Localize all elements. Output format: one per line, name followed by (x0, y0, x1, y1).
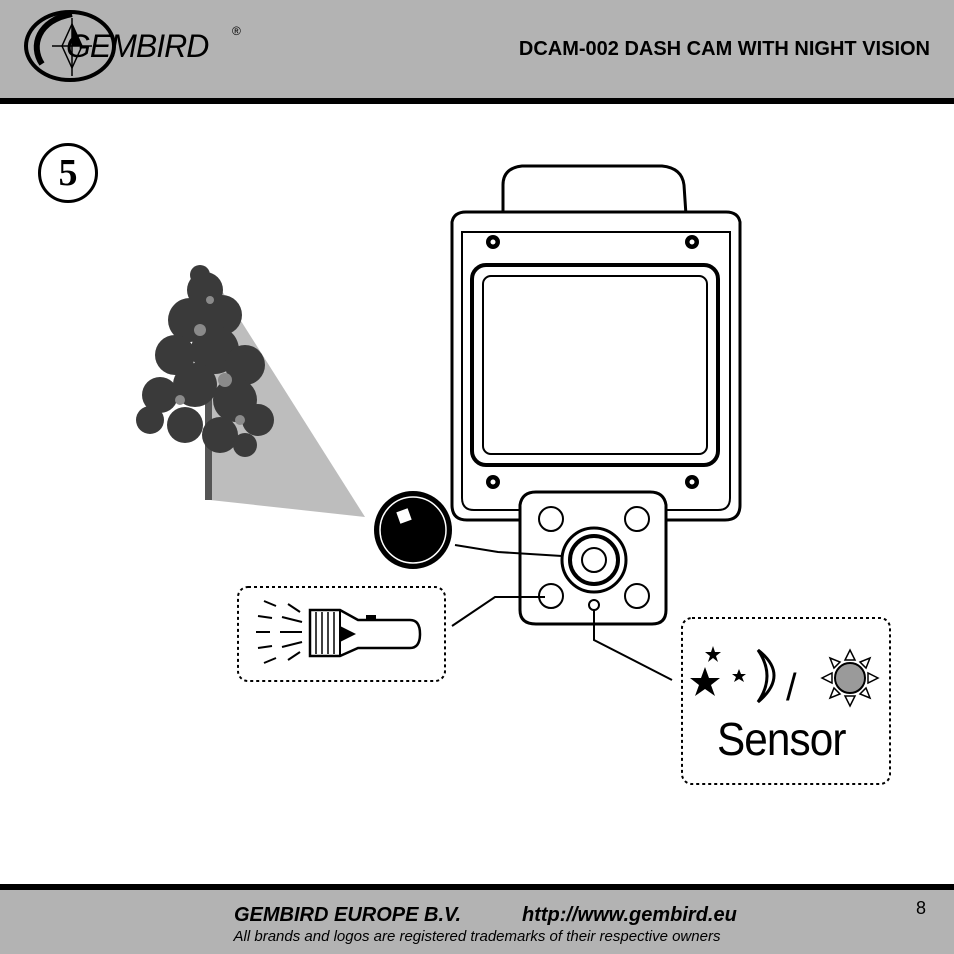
flashlight-icon (256, 600, 422, 664)
dash-cam-icon (450, 164, 742, 626)
trademark-note: All brands and logos are registered trad… (233, 928, 721, 945)
sensor-label: Sensor (717, 713, 846, 765)
page-header: GEMBIRD ® DCAM-002 DASH CAM WITH NIGHT V… (0, 0, 954, 104)
logo-text: GEMBIRD (66, 28, 209, 64)
page-number: 8 (915, 898, 926, 918)
sensor-separator: / (786, 667, 797, 709)
camera-lens-icon (374, 491, 452, 569)
sun-icon (820, 648, 880, 708)
moon-icon (756, 648, 776, 704)
footer-company: GEMBIRD EUROPE B.V. (234, 904, 462, 926)
registered-mark: ® (232, 24, 241, 38)
step-number: 5 (38, 143, 98, 203)
gembird-logo-icon (24, 10, 116, 82)
document-title: DCAM-002 DASH CAM WITH NIGHT VISION (518, 38, 930, 60)
footer-url[interactable]: http://www.gembird.eu (522, 904, 737, 926)
page-footer: GEMBIRD EUROPE B.V. http://www.gembird.e… (0, 884, 954, 954)
tree-icon (136, 265, 274, 500)
stars-icon (690, 646, 746, 696)
